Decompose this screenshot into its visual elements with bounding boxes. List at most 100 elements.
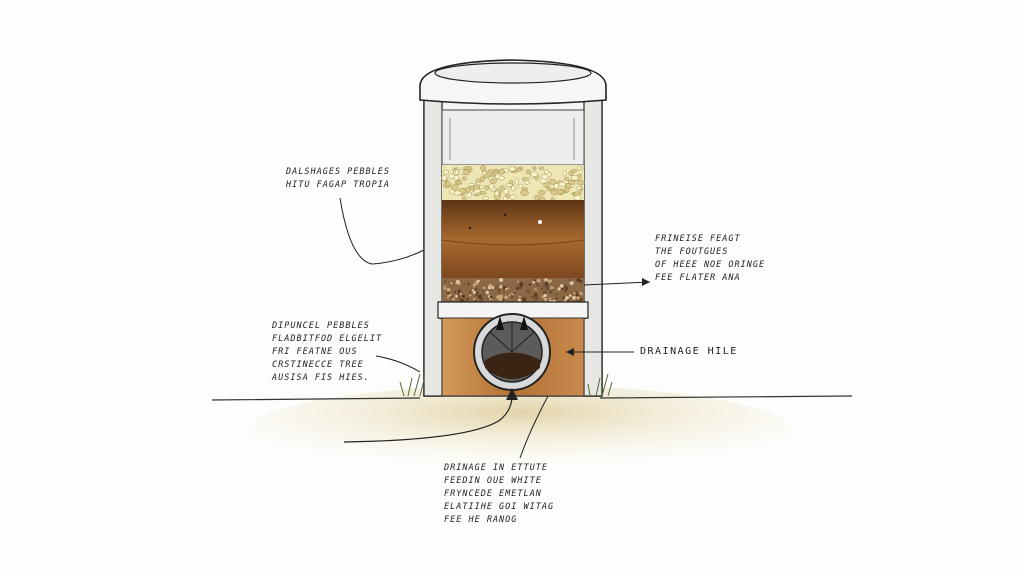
gravel-stone: [465, 297, 470, 302]
gravel-stone: [543, 284, 546, 288]
gravel-stone: [497, 285, 500, 288]
pebble: [505, 193, 510, 199]
gravel-stone: [474, 285, 477, 288]
annotation-line: DRINAGE IN ETTUTE: [444, 463, 548, 473]
drainage-hole-label: DRAINAGE HILE: [640, 346, 738, 357]
gravel-stone: [563, 284, 567, 288]
pebble: [453, 190, 462, 196]
gravel-stone: [536, 278, 541, 283]
gravel-stone: [443, 285, 446, 288]
gravel-stone: [457, 289, 462, 294]
pebble: [498, 169, 506, 175]
gravel-stone: [474, 287, 478, 291]
ground-wash: [250, 385, 790, 475]
gravel-stone: [461, 294, 466, 298]
pebble: [448, 173, 455, 179]
pebble: [538, 189, 546, 196]
pebble: [488, 183, 495, 190]
gravel-stone: [576, 296, 580, 300]
gravel-stone: [568, 294, 572, 297]
annotation-line: ELATIIHE GOI WITAG: [444, 502, 555, 512]
pebble: [481, 170, 487, 176]
gravel-stone: [491, 285, 495, 290]
container-inner-left-wall: [423, 99, 443, 397]
pebble: [576, 165, 582, 171]
pebble: [480, 165, 487, 171]
pebble: [481, 196, 489, 201]
gravel-stone: [473, 297, 476, 301]
gravel-stone: [560, 284, 564, 288]
gravel-stone: [532, 280, 535, 284]
gravel-stone: [528, 283, 532, 286]
pebble: [540, 174, 550, 180]
gravel-stone: [457, 282, 461, 286]
gravel-stone: [467, 282, 470, 286]
gravel-stone: [535, 288, 537, 291]
pebble: [576, 180, 585, 186]
pebble: [553, 183, 560, 189]
gravel-stone: [580, 292, 583, 296]
pebble: [509, 194, 517, 200]
gravel-stone: [557, 287, 561, 291]
annotation-line: FRI FEATNE OUS: [272, 347, 358, 357]
pebble: [473, 188, 481, 194]
gravel-stone: [469, 291, 472, 294]
pebble: [462, 176, 467, 181]
pebble: [573, 191, 582, 196]
gravel-stone: [555, 293, 558, 296]
ground-line: [211, 395, 853, 401]
soil-layer: [442, 200, 584, 280]
gravel-stone: [519, 295, 521, 298]
pebble: [454, 180, 462, 185]
gravel-stone: [541, 287, 543, 290]
gravel-stone: [516, 280, 519, 283]
gravel-stone: [565, 296, 570, 300]
leader-left-lower: [375, 355, 421, 373]
annotation-line: FRYNCEDE EMETLAN: [444, 489, 542, 499]
gravel-stone: [444, 287, 446, 290]
pebble: [535, 194, 540, 201]
pebble: [530, 171, 539, 177]
pebble: [479, 184, 484, 189]
gravel-stone: [498, 296, 503, 301]
pebble: [469, 185, 475, 190]
annotation-line: DIPUNCEL PEBBLES: [272, 321, 370, 331]
annotation-bottom: DRINAGE IN ETTUTE FEEDIN OUE WHITE FRYNC…: [444, 462, 554, 527]
pebble: [564, 177, 570, 182]
pebble: [443, 169, 449, 175]
gravel-stone: [499, 277, 504, 283]
pebble: [548, 178, 557, 185]
gravel-stone: [489, 295, 493, 299]
leader-bottom-arrow: [343, 395, 513, 443]
gravel-stone: [504, 295, 508, 300]
annotation-line: FEE FLATER ANA: [655, 273, 741, 283]
gravel-stone: [457, 293, 461, 296]
annotation-top-left: DALSHAGES PEBBLES HITU FAGAP TROPIA: [286, 166, 390, 192]
pebble: [550, 189, 559, 196]
annotation-line: DALSHAGES PEBBLES: [286, 167, 390, 177]
gravel-stone: [544, 296, 547, 299]
gravel-stone: [476, 279, 480, 283]
gravel-layer: [442, 278, 584, 304]
gravel-stone: [565, 287, 568, 290]
pebble: [558, 181, 566, 187]
lid-top: [434, 62, 592, 84]
pebble: [515, 167, 522, 172]
gravel-stone: [472, 290, 477, 295]
gravel-stone: [579, 279, 583, 283]
gravel-stone: [534, 296, 539, 301]
gravel-stone: [450, 282, 453, 285]
pebble: [546, 186, 552, 191]
gravel-stone: [488, 283, 493, 288]
gravel-stone: [569, 280, 574, 286]
pebble: [454, 169, 459, 176]
pebble: [525, 169, 531, 175]
gravel-stone: [517, 298, 522, 302]
pebble: [562, 170, 567, 177]
gravel-stone: [519, 282, 524, 286]
pebble: [479, 176, 486, 182]
grass-right: [587, 373, 613, 397]
annotation-right-upper: FRINEISE FEAGT THE FOUTGUES OF HEEE NOE …: [655, 233, 765, 285]
gravel-stone: [519, 287, 522, 290]
